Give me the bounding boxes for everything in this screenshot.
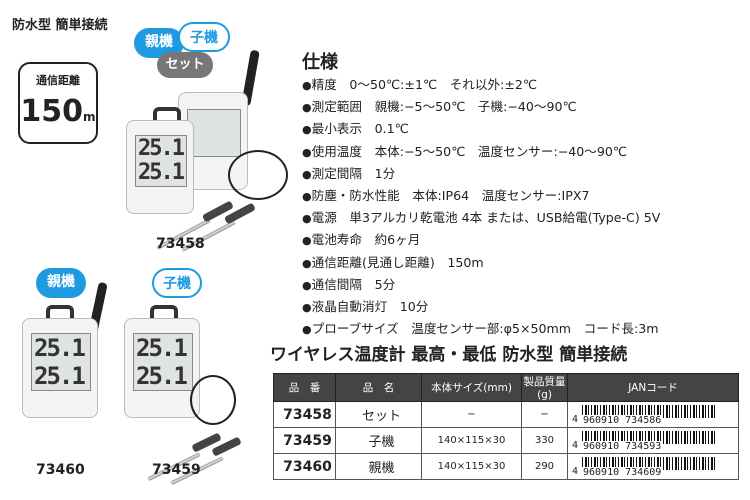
cell-code: 73459 bbox=[273, 427, 336, 454]
cell-code: 73458 bbox=[273, 401, 336, 428]
spec-item: 使用温度 本体:−5～50℃ 温度センサー:−40～90℃ bbox=[302, 141, 660, 163]
cell-jan: 4 960910 734586 bbox=[567, 401, 739, 428]
spec-item: 通信距離(見通し距離) 150m bbox=[302, 252, 660, 274]
cell-size: 140×115×30 bbox=[421, 427, 522, 454]
spec-item: プローブサイズ 温度センサー部:φ5×50mm コード長:3m bbox=[302, 318, 660, 340]
model-number-right: 73459 bbox=[152, 462, 201, 478]
range-value: 150 bbox=[20, 94, 84, 129]
spec-list: 精度 0～50℃:±1℃ それ以外:±2℃ 測定範囲 親機:−5～50℃ 子機:… bbox=[302, 74, 661, 340]
device-reading-upper: 25.1 bbox=[136, 334, 188, 362]
barcode-icon bbox=[582, 457, 716, 470]
cell-name: セット bbox=[335, 401, 422, 428]
hanger-icon bbox=[46, 305, 74, 321]
spec-item: 電源 単3アルカリ乾電池 4本 または、USB給電(Type-C) 5V bbox=[302, 207, 661, 229]
model-number-top: 73458 bbox=[156, 236, 205, 252]
probe-cable bbox=[190, 375, 236, 425]
spec-item: 測定範囲 親機:−5～50℃ 子機:−40～90℃ bbox=[302, 96, 660, 118]
spec-item: 精度 0～50℃:±1℃ それ以外:±2℃ bbox=[302, 74, 660, 96]
model-number-left: 73460 bbox=[36, 462, 85, 478]
product-title: ワイヤレス温度計 最高・最低 防水型 簡単接続 bbox=[270, 345, 628, 365]
table-header-row: 品 番 品 名 本体サイズ(mm) 製品質量(g) JANコード bbox=[273, 373, 739, 402]
range-unit: m bbox=[83, 110, 96, 124]
jan-lead-digit: 4 bbox=[572, 466, 579, 477]
barcode-icon bbox=[582, 405, 716, 418]
jan-lead-digit: 4 bbox=[572, 414, 579, 425]
device-reading-upper: 25.1 bbox=[138, 136, 185, 161]
header-jan: JANコード bbox=[567, 373, 739, 402]
spec-item: 通信間隔 5分 bbox=[302, 274, 660, 296]
cell-weight: 290 bbox=[521, 453, 568, 480]
jan-number: 960910 734593 bbox=[582, 441, 663, 452]
cell-weight: 330 bbox=[521, 427, 568, 454]
table-row: 73460 親機 140×115×30 290 4 960910 734609 bbox=[273, 453, 739, 480]
tagline: 防水型 簡単接続 bbox=[12, 18, 108, 33]
table-row: 73459 子機 140×115×30 330 4 960910 734593 bbox=[273, 427, 739, 454]
device-reading-upper: 25.1 bbox=[34, 334, 86, 362]
cell-name: 親機 bbox=[335, 453, 422, 480]
header-size: 本体サイズ(mm) bbox=[421, 373, 522, 402]
cell-size: 140×115×30 bbox=[421, 453, 522, 480]
header-weight: 製品質量(g) bbox=[521, 373, 568, 402]
parent-pill: 親機 bbox=[134, 28, 184, 58]
spec-item: 測定間隔 1分 bbox=[302, 163, 660, 185]
probe-cable bbox=[228, 150, 288, 200]
spec-item: 防塵・防水性能 本体:IP64 温度センサー:IPX7 bbox=[302, 185, 660, 207]
product-table: 品 番 品 名 本体サイズ(mm) 製品質量(g) JANコード 73458 セ… bbox=[273, 373, 739, 480]
header-code: 品 番 bbox=[273, 373, 336, 402]
parent-device: 25.1 25.1 bbox=[22, 318, 98, 418]
jan-number: 960910 734586 bbox=[582, 415, 663, 426]
header-name: 品 名 bbox=[335, 373, 422, 402]
range-label: 通信距離 bbox=[36, 74, 80, 87]
cell-jan: 4 960910 734609 bbox=[567, 453, 739, 480]
spec-item: 最小表示 0.1℃ bbox=[302, 118, 660, 140]
spec-title: 仕様 bbox=[302, 52, 338, 73]
hanger-icon bbox=[153, 107, 181, 123]
cell-weight: − bbox=[521, 401, 568, 428]
cell-name: 子機 bbox=[335, 427, 422, 454]
set-pill: セット bbox=[157, 52, 213, 78]
child-pill: 子機 bbox=[152, 268, 202, 298]
child-pill: 子機 bbox=[178, 22, 230, 52]
child-device: 25.1 25.1 bbox=[124, 318, 200, 418]
table-row: 73458 セット − − 4 960910 734586 bbox=[273, 401, 739, 428]
jan-number: 960910 734609 bbox=[582, 467, 663, 478]
jan-lead-digit: 4 bbox=[572, 440, 579, 451]
spec-item: 液晶自動消灯 10分 bbox=[302, 296, 660, 318]
parent-pill: 親機 bbox=[36, 268, 86, 298]
spec-item: 電池寿命 約6ヶ月 bbox=[302, 229, 660, 251]
barcode-icon bbox=[582, 431, 716, 444]
cell-jan: 4 960910 734593 bbox=[567, 427, 739, 454]
cell-code: 73460 bbox=[273, 453, 336, 480]
device-reading-lower: 25.1 bbox=[138, 160, 185, 185]
device-reading-lower: 25.1 bbox=[34, 362, 86, 390]
parent-device-front: 25.1 25.1 bbox=[126, 120, 194, 214]
cell-size: − bbox=[421, 401, 522, 428]
device-reading-lower: 25.1 bbox=[136, 362, 188, 390]
range-box: 通信距離 150m bbox=[18, 62, 98, 144]
hanger-icon bbox=[150, 305, 178, 321]
